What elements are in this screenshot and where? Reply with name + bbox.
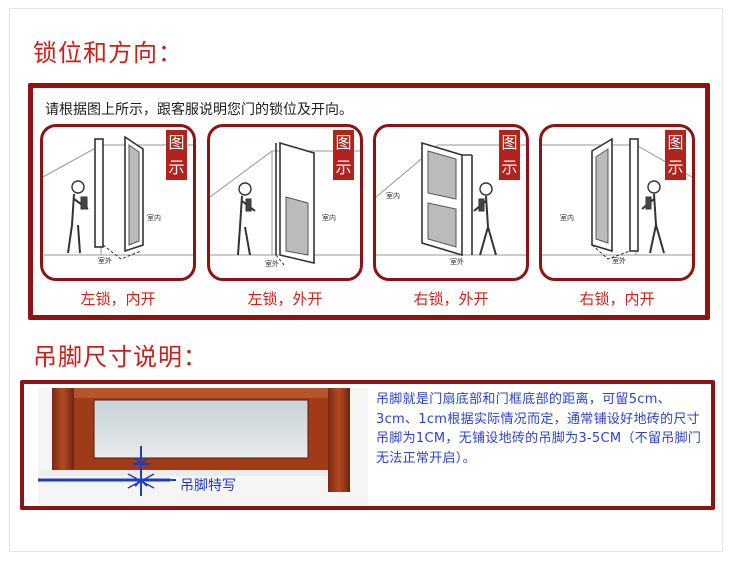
gap-closeup-label: 吊脚特写 — [180, 478, 236, 494]
outside-label: 室外 — [98, 257, 112, 265]
caption-right-inward: 右锁，内开 — [579, 290, 655, 308]
outside-label: 室外 — [450, 258, 464, 266]
outside-label: 室外 — [265, 260, 279, 268]
caption-left-inward: 左锁，内开 — [80, 290, 156, 308]
illustration-tag: 图 示 — [499, 130, 520, 180]
lock-instruction: 请根据图上所示，跟客服说明您门的锁位及开向。 — [45, 102, 353, 118]
door-gap-illustration — [38, 388, 368, 506]
door-panel-left-outward: 图 示 室内 室外 — [207, 124, 363, 281]
door-panel-right-inward: 图 示 室内 室外 — [539, 124, 695, 281]
door-illustration — [376, 141, 526, 257]
door-illustration — [542, 137, 692, 260]
door-gap-box: 吊脚特写 吊脚就是门扇底部和门框底部的距离，可留5cm、3cm、1cm根据实际情… — [20, 380, 715, 510]
door-illustration — [210, 141, 360, 266]
lock-direction-heading: 锁位和方向： — [33, 39, 183, 67]
caption-right-outward: 右锁，外开 — [413, 290, 489, 308]
door-panel-right-outward: 图 示 室内 室外 — [373, 124, 529, 281]
illustration-tag: 图 示 — [665, 130, 686, 180]
inside-label: 室内 — [386, 192, 400, 200]
inside-label: 室内 — [147, 214, 161, 222]
inside-label: 室内 — [322, 214, 336, 222]
gap-description: 吊脚就是门扇底部和门框底部的距离，可留5cm、3cm、1cm根据实际情况而定，通… — [376, 392, 702, 466]
illustration-tag: 图 示 — [333, 130, 354, 180]
door-panel-left-inward: 图 示 室内 室外 — [40, 124, 196, 281]
door-gap-heading: 吊脚尺寸说明： — [33, 343, 208, 371]
illustration-tag: 图 示 — [166, 130, 187, 180]
inside-label: 室内 — [560, 214, 574, 222]
outside-label: 室外 — [612, 257, 626, 265]
caption-left-outward: 左锁，外开 — [247, 290, 323, 308]
door-illustration — [43, 135, 193, 260]
lock-direction-box: 请根据图上所示，跟客服说明您门的锁位及开向。 图 示 室内 室外 左锁，内开 — [28, 83, 710, 320]
